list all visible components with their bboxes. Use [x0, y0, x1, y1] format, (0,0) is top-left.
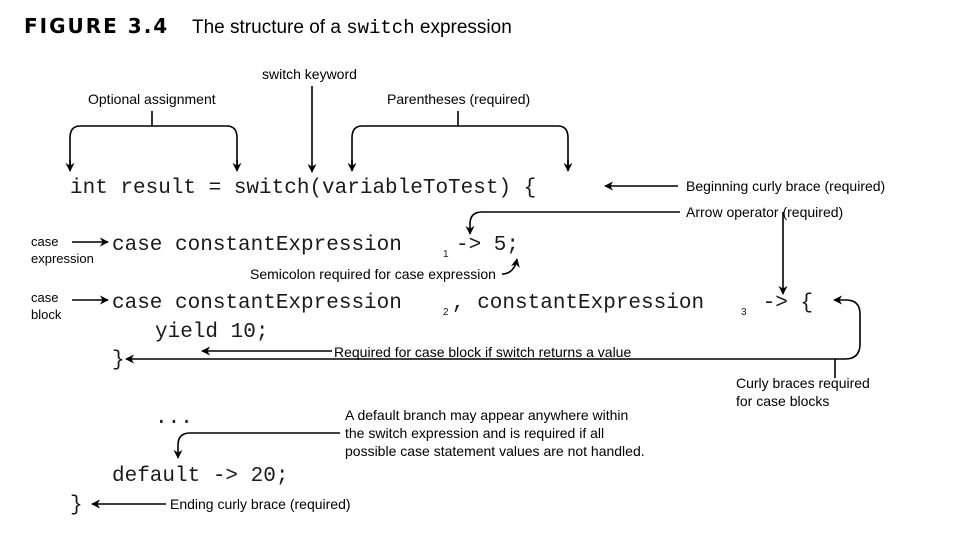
figure-title: The structure of a switch expression: [192, 17, 512, 39]
code-line-case-block-close: }: [112, 349, 125, 372]
default-branch-label-3: possible case statement values are not h…: [345, 443, 645, 459]
switch-keyword-label: switch keyword: [262, 66, 357, 82]
default-branch-label-1: A default branch may appear anywhere wit…: [345, 407, 628, 423]
code-line-assignment: int result = switch(variableToTest) {: [70, 177, 536, 200]
figure-title-prefix: The structure of a: [192, 17, 346, 38]
subscript-3: 3: [741, 307, 747, 318]
figure-title-suffix: expression: [415, 17, 512, 38]
parentheses-label: Parentheses (required): [387, 91, 530, 107]
code-line-ending-brace: }: [70, 494, 83, 517]
code-line-case-expression-tail: -> 5;: [456, 234, 519, 257]
default-branch-label-2: the switch expression and is required if…: [345, 425, 604, 441]
case-block-label-2: block: [31, 307, 62, 322]
optional-assignment-bracket: [69, 111, 238, 170]
code-line-yield: yield 10;: [155, 321, 268, 344]
curly-braces-required-label-2: for case blocks: [736, 393, 829, 409]
parentheses-bracket: [351, 111, 569, 170]
figure-title-code: switch: [346, 17, 414, 39]
curly-braces-loop: [833, 295, 861, 360]
curly-braces-required-label-1: Curly braces required: [736, 375, 870, 391]
code-line-case-block-tail: -> {: [750, 292, 813, 315]
default-branch-arrow: [173, 432, 340, 459]
optional-assignment-label: Optional assignment: [88, 91, 216, 107]
subscript-2: 2: [443, 307, 449, 318]
semicolon-label: Semicolon required for case expression: [250, 266, 496, 282]
case-expression-label-1: case: [31, 234, 58, 249]
arrow-operator-label: Arrow operator (required): [686, 204, 843, 220]
code-line-ellipsis: ...: [155, 407, 193, 430]
ending-brace-label: Ending curly brace (required): [170, 496, 351, 512]
code-line-default: default -> 20;: [112, 465, 288, 488]
arrow-operator-line: [465, 211, 680, 235]
subscript-1: 1: [443, 249, 449, 260]
code-line-case-block: case constantExpression: [112, 292, 402, 315]
semicolon-arrow: [501, 258, 520, 275]
code-line-case-expression: case constantExpression: [112, 234, 402, 257]
case-expression-label-2: expression: [31, 251, 94, 266]
figure-label: FIGURE 3.4: [24, 14, 169, 38]
required-case-block-label: Required for case block if switch return…: [334, 344, 631, 360]
code-line-case-block-mid: , constantExpression: [452, 292, 704, 315]
case-block-label-1: case: [31, 290, 58, 305]
beginning-brace-label: Beginning curly brace (required): [686, 178, 885, 194]
